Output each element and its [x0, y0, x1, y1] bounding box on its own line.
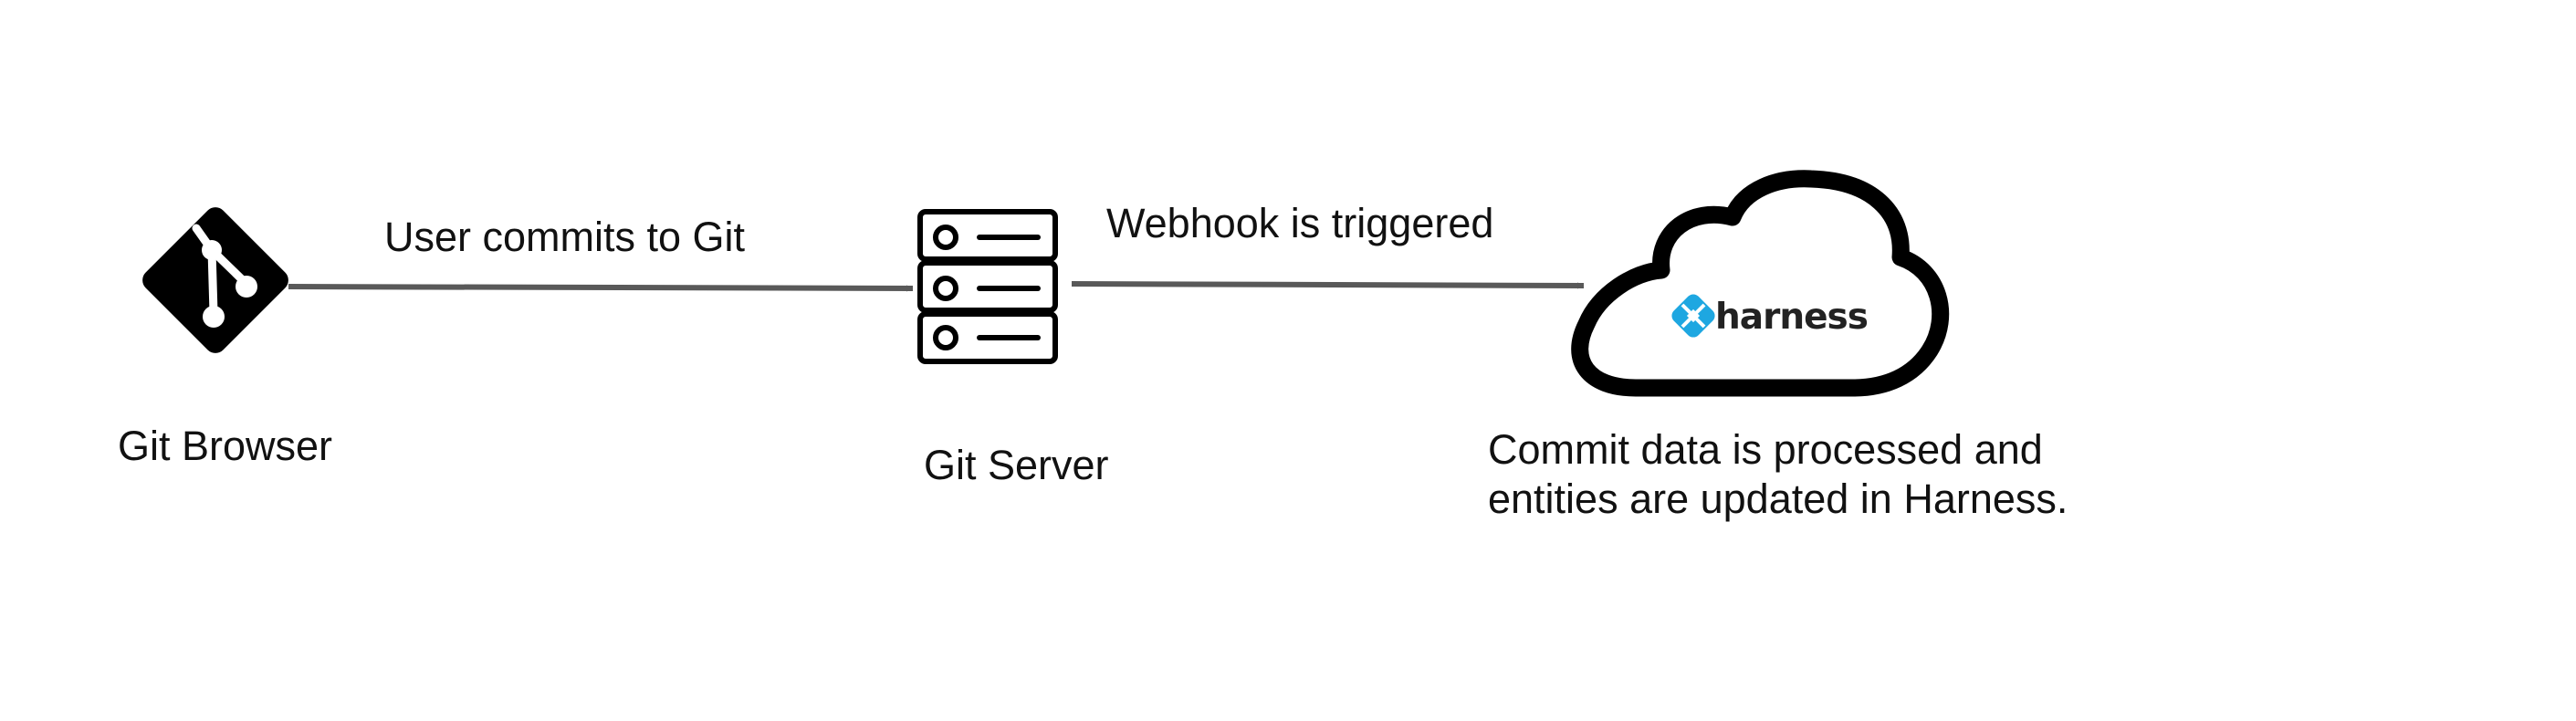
arrow-webhook	[1071, 281, 1585, 289]
arrow-commit	[288, 284, 914, 292]
commit-edge-label: User commits to Git	[384, 214, 746, 260]
harness-caption: Commit data is processed and entities ar…	[1488, 425, 2068, 524]
cloud-icon	[1571, 170, 1950, 397]
harness-logo-text: harness	[1715, 297, 1868, 338]
server-icon	[917, 209, 1058, 364]
git-icon	[142, 207, 288, 353]
harness-caption-line-2: entities are updated in Harness.	[1488, 475, 2068, 522]
git-server-label: Git Server	[924, 442, 1109, 488]
harness-caption-line-1: Commit data is processed and	[1488, 426, 2043, 473]
webhook-edge-label: Webhook is triggered	[1106, 200, 1494, 246]
git-browser-label: Git Browser	[118, 423, 333, 469]
harness-logo: harness	[1671, 294, 1869, 338]
